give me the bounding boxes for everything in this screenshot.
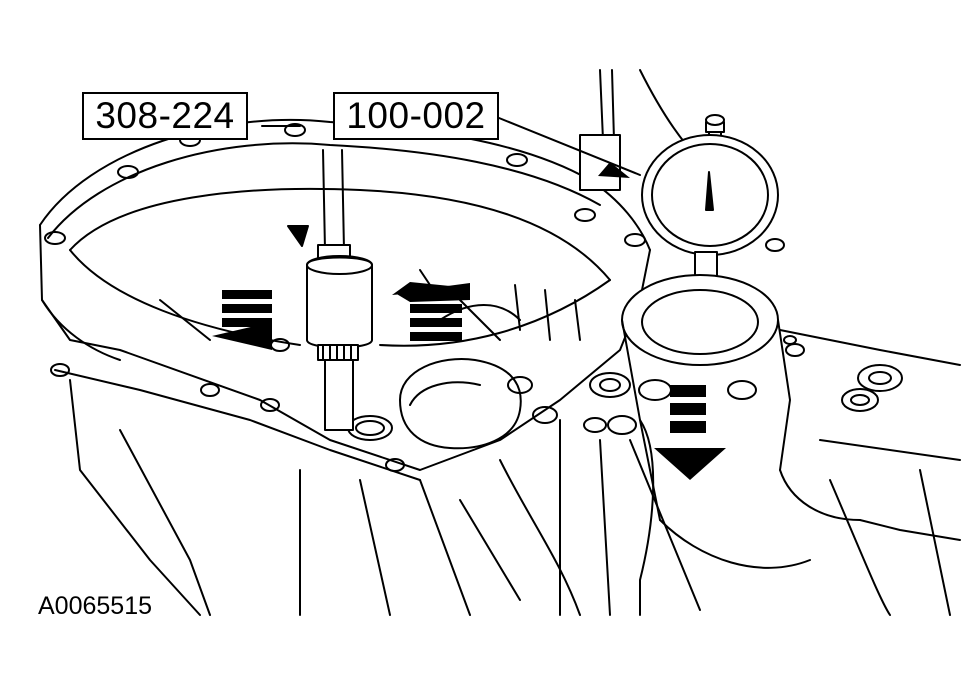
tool-callout-100-002: 100-002	[333, 92, 499, 140]
arrow-right-icon	[392, 282, 470, 341]
measuring-tool	[287, 149, 373, 431]
callout-leaders	[261, 117, 641, 176]
tool-callout-308-224: 308-224	[82, 92, 248, 140]
callout-label: 100-002	[346, 95, 486, 136]
arrow-down-icon	[654, 385, 726, 480]
arrow-left-icon	[212, 290, 272, 350]
bell-housing-interior	[69, 187, 611, 450]
callout-label: 308-224	[95, 95, 235, 136]
dial-indicator-icon	[641, 114, 779, 331]
case-flange	[39, 118, 655, 616]
figure-id: A0065515	[38, 592, 153, 620]
output-housing	[589, 238, 961, 616]
